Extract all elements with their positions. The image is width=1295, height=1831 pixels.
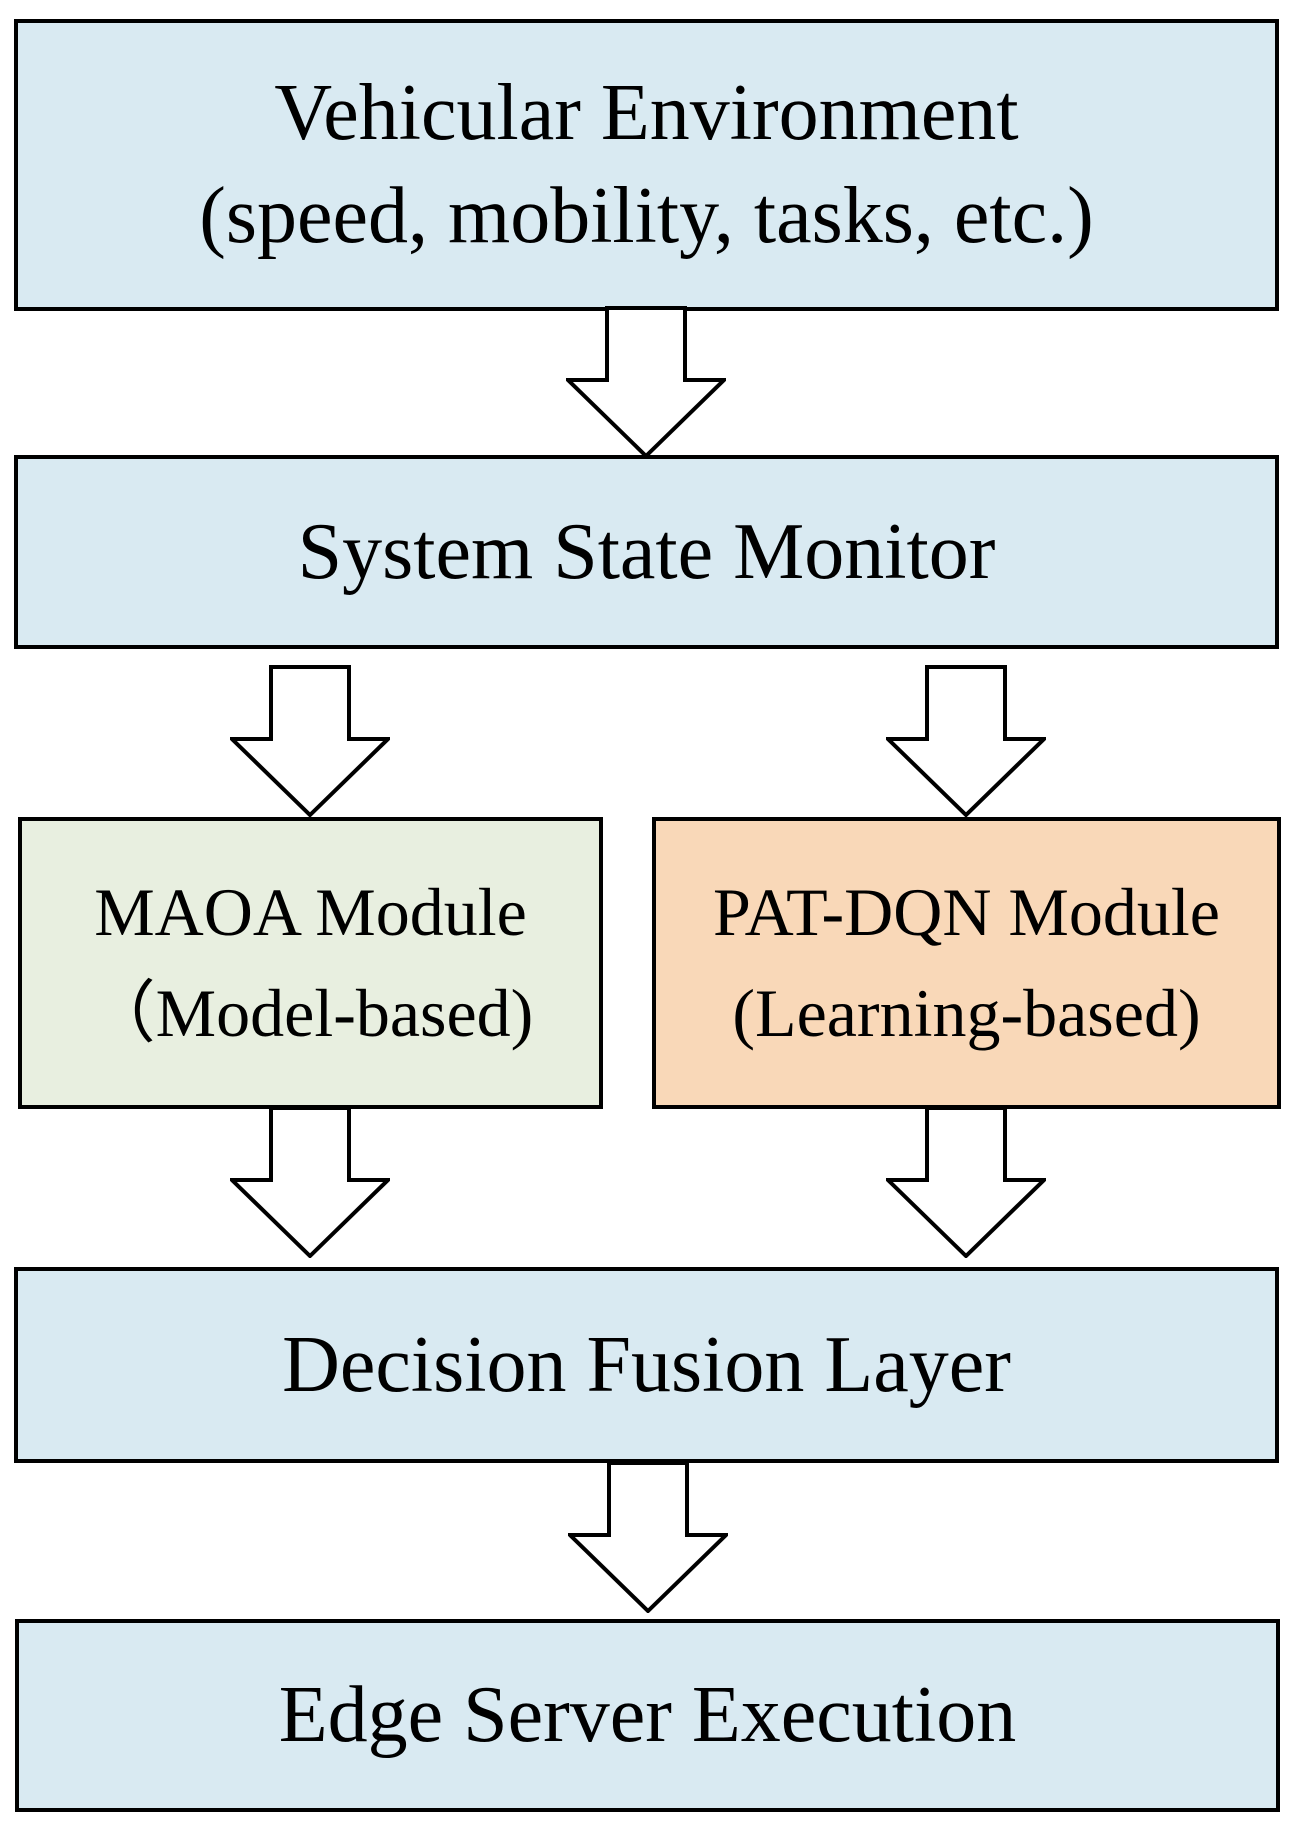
box-pat-dqn-module-line2: (Learning-based): [732, 975, 1201, 1051]
down-arrow-monitor-to-maoa-icon: [230, 665, 390, 817]
down-arrow-env-to-monitor-icon: [566, 306, 726, 458]
down-arrow-fusion-to-edge-icon: [568, 1461, 728, 1613]
box-pat-dqn-module-line1: PAT-DQN Module: [713, 874, 1220, 950]
down-arrow-monitor-to-patdqn-icon: [886, 665, 1046, 817]
box-decision-fusion-layer: Decision Fusion Layer: [14, 1267, 1279, 1463]
box-edge-server-execution-line1: Edge Server Execution: [278, 1671, 1017, 1759]
box-pat-dqn-module: PAT-DQN Module (Learning-based): [652, 817, 1281, 1109]
box-edge-server-execution: Edge Server Execution: [15, 1619, 1280, 1812]
box-decision-fusion-layer-line1: Decision Fusion Layer: [282, 1320, 1011, 1409]
down-arrow-maoa-to-fusion-icon: [230, 1106, 390, 1258]
box-system-state-monitor-line1: System State Monitor: [297, 507, 996, 596]
box-maoa-module: MAOA Module （Model-based): [18, 817, 603, 1109]
down-arrow-patdqn-to-fusion-icon: [886, 1106, 1046, 1258]
box-vehicular-environment-line2: (speed, mobility, tasks, etc.): [199, 172, 1094, 260]
box-maoa-module-line2: （Model-based): [87, 975, 534, 1051]
box-system-state-monitor: System State Monitor: [14, 455, 1279, 649]
box-vehicular-environment-line1: Vehicular Environment: [274, 69, 1019, 157]
box-vehicular-environment: Vehicular Environment (speed, mobility, …: [14, 19, 1279, 311]
box-maoa-module-line1: MAOA Module: [94, 874, 527, 950]
